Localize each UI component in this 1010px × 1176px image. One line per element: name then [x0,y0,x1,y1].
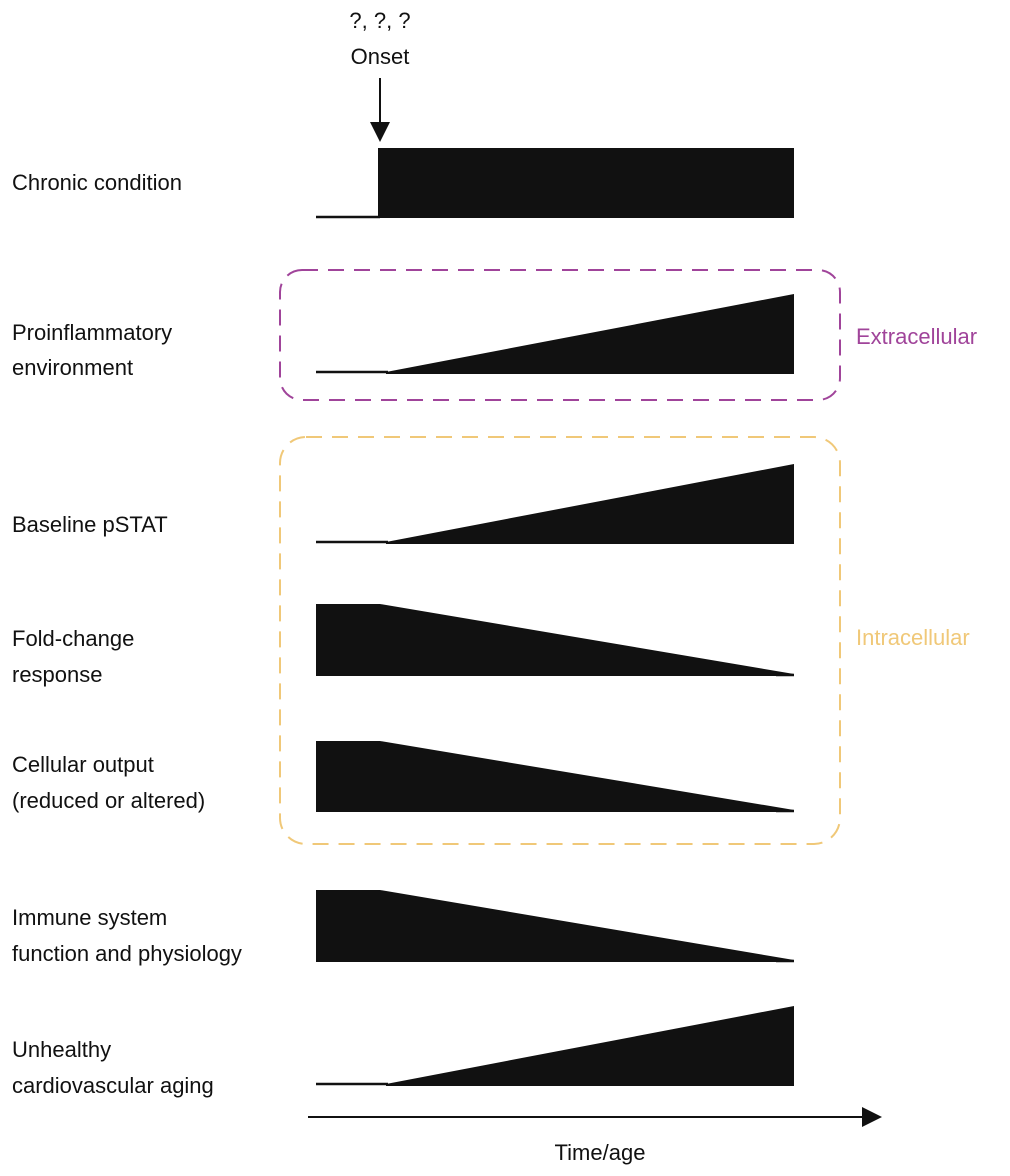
row-label: Immune system [12,905,167,930]
extracellular-label: Extracellular [856,324,977,349]
row-label: response [12,662,103,687]
row-label: Unhealthy [12,1037,111,1062]
decrease-wedge [316,890,794,962]
row-label: cardiovascular aging [12,1073,214,1098]
row-label: Chronic condition [12,170,182,195]
row-proinflammatory-environment: Proinflammatory environment [12,294,794,380]
row-label: function and physiology [12,941,242,966]
row-label: Cellular output [12,752,154,777]
step-bar [378,148,794,218]
increase-wedge [386,1006,794,1086]
row-fold-change-response: Fold-change response [12,604,794,687]
row-label: Fold-change [12,626,134,651]
row-label: (reduced or altered) [12,788,205,813]
intracellular-label: Intracellular [856,625,970,650]
onset-label: Onset [351,44,410,69]
decrease-wedge [316,741,794,812]
intracellular-box [279,436,841,845]
increase-wedge [386,294,794,374]
row-immune-system-function: Immune system function and physiology [12,890,794,966]
increase-wedge [386,464,794,544]
row-unhealthy-cardiovascular-aging: Unhealthy cardiovascular aging [12,1006,794,1098]
onset-question: ?, ?, ? [349,8,410,33]
row-label: environment [12,355,133,380]
row-chronic-condition: Chronic condition [12,148,794,219]
row-baseline-pstat: Baseline pSTAT [12,464,794,544]
row-label: Baseline pSTAT [12,512,168,537]
decrease-wedge [316,604,794,676]
time-axis-label: Time/age [555,1140,646,1165]
row-label: Proinflammatory [12,320,172,345]
row-cellular-output: Cellular output (reduced or altered) [12,741,794,813]
